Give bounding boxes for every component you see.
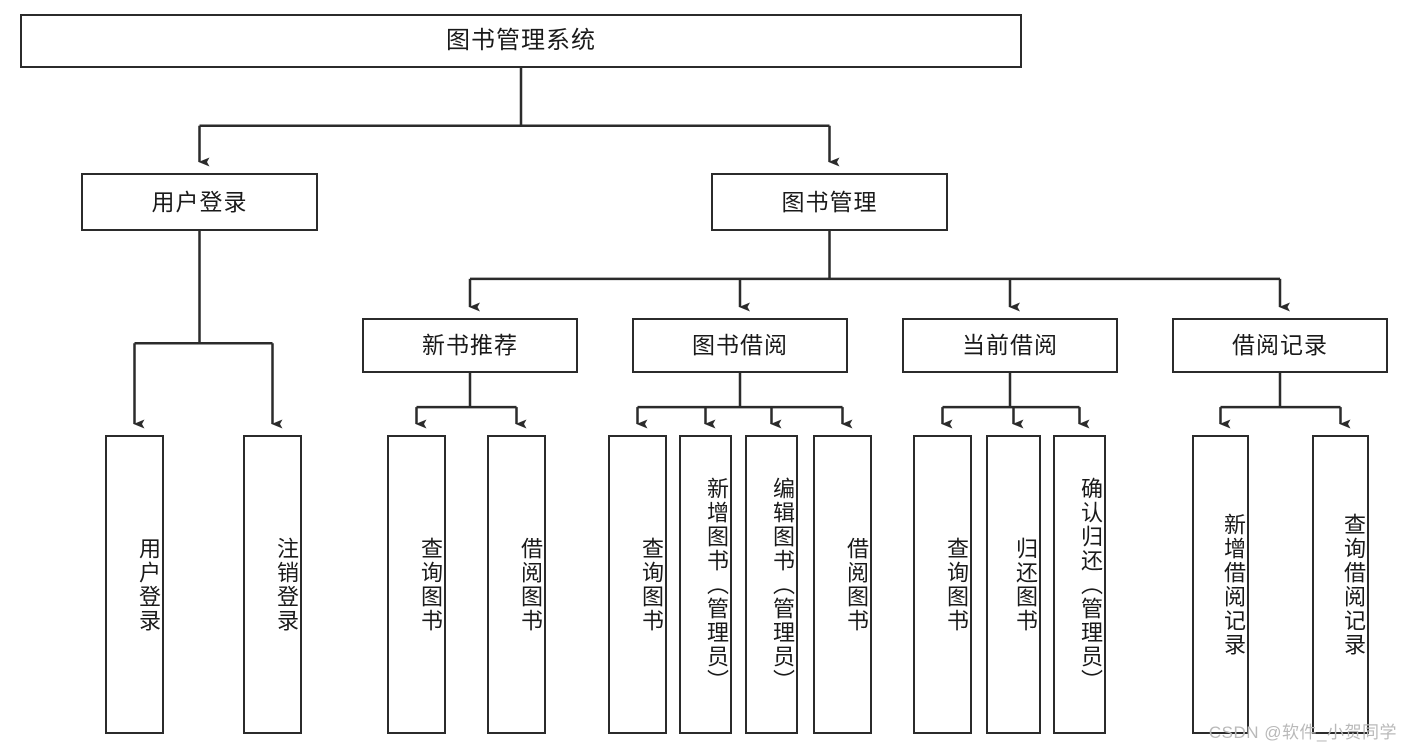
node-label-leaf-query-book-recommend: 查询图书 [418,536,443,633]
node-leaf-add-book-admin[interactable]: 新增图书（管理员） [679,435,732,734]
node-label-leaf-confirm-return-admin: 确认归还（管理员） [1078,476,1103,693]
node-label-root: 图书管理系统 [446,27,596,54]
node-label-leaf-edit-book-admin: 编辑图书（管理员） [770,476,795,693]
node-leaf-add-borrow-record[interactable]: 新增借阅记录 [1192,435,1249,734]
node-root[interactable]: 图书管理系统 [20,14,1022,68]
node-label-leaf-return-book: 归还图书 [1013,536,1038,633]
node-label-leaf-query-book-current: 查询图书 [944,536,969,633]
node-leaf-borrow-book[interactable]: 借阅图书 [813,435,872,734]
node-current-borrow[interactable]: 当前借阅 [902,318,1118,373]
watermark-label: CSDN @软件_小贺同学 [1208,723,1397,742]
node-label-user-login: 用户登录 [151,188,248,215]
node-new-book-recommend[interactable]: 新书推荐 [362,318,578,373]
node-label-leaf-add-borrow-record: 新增借阅记录 [1221,512,1246,657]
node-leaf-confirm-return-admin[interactable]: 确认归还（管理员） [1053,435,1106,734]
node-label-book-borrow: 图书借阅 [692,332,788,359]
node-label-leaf-logout: 注销登录 [274,536,299,633]
node-label-borrow-record: 借阅记录 [1232,332,1328,359]
node-leaf-user-login[interactable]: 用户登录 [105,435,164,734]
node-user-login[interactable]: 用户登录 [81,173,318,231]
node-leaf-borrow-book-recommend[interactable]: 借阅图书 [487,435,546,734]
node-label-current-borrow: 当前借阅 [962,332,1058,359]
node-label-new-book-recommend: 新书推荐 [422,332,518,359]
node-label-book-management: 图书管理 [781,188,878,215]
node-leaf-query-borrow-record[interactable]: 查询借阅记录 [1312,435,1369,734]
node-book-management[interactable]: 图书管理 [711,173,948,231]
node-leaf-return-book[interactable]: 归还图书 [986,435,1041,734]
node-borrow-record[interactable]: 借阅记录 [1172,318,1388,373]
node-label-leaf-add-book-admin: 新增图书（管理员） [704,476,729,693]
node-leaf-query-book-borrow[interactable]: 查询图书 [608,435,667,734]
node-leaf-query-book-current[interactable]: 查询图书 [913,435,972,734]
node-book-borrow[interactable]: 图书借阅 [632,318,848,373]
node-label-leaf-borrow-book: 借阅图书 [844,536,869,633]
node-leaf-logout[interactable]: 注销登录 [243,435,302,734]
node-leaf-edit-book-admin[interactable]: 编辑图书（管理员） [745,435,798,734]
node-leaf-query-book-recommend[interactable]: 查询图书 [387,435,446,734]
node-label-leaf-borrow-book-recommend: 借阅图书 [518,536,543,633]
node-label-leaf-user-login: 用户登录 [136,536,161,633]
node-label-leaf-query-borrow-record: 查询借阅记录 [1341,512,1366,657]
node-label-leaf-query-book-borrow: 查询图书 [639,536,664,633]
